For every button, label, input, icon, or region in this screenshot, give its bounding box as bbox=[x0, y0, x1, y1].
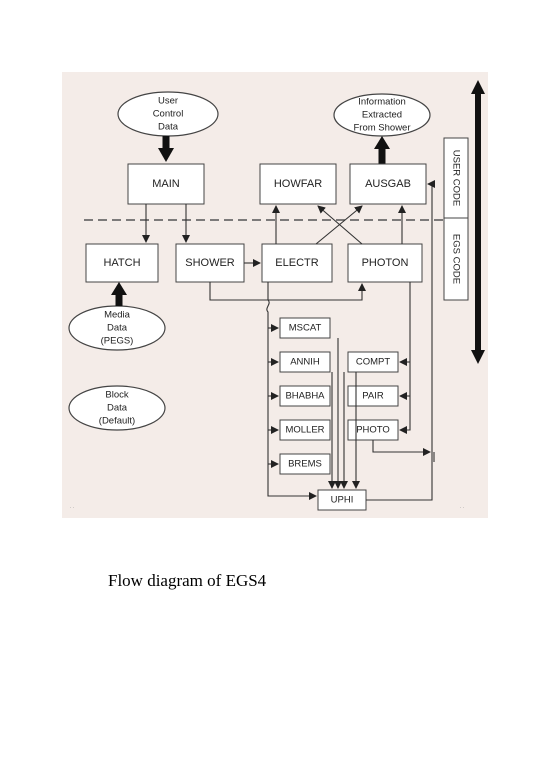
svg-text:Information: Information bbox=[358, 97, 406, 108]
svg-text:(Default): (Default) bbox=[99, 416, 135, 427]
svg-text:Media: Media bbox=[104, 310, 131, 321]
user-code-box: USER CODE bbox=[443, 137, 469, 219]
svg-text:(PEGS): (PEGS) bbox=[101, 336, 134, 347]
svg-text:User: User bbox=[158, 96, 178, 107]
svg-text:COMPT: COMPT bbox=[356, 357, 391, 368]
hatch-box: HATCH bbox=[85, 243, 159, 283]
user-control-data-node: User Control Data bbox=[117, 91, 219, 137]
svg-text:PHOTON: PHOTON bbox=[362, 257, 409, 269]
svg-text:ANNIH: ANNIH bbox=[290, 357, 320, 368]
moller-box: MOLLER bbox=[279, 419, 331, 441]
mscat-box: MSCAT bbox=[279, 317, 331, 339]
svg-text:ELECTR: ELECTR bbox=[275, 257, 318, 269]
photon-box: PHOTON bbox=[347, 243, 423, 283]
arrow-down-icon bbox=[471, 350, 485, 364]
svg-text:PAIR: PAIR bbox=[362, 391, 384, 402]
svg-text:SHOWER: SHOWER bbox=[185, 257, 235, 269]
electr-box: ELECTR bbox=[261, 243, 333, 283]
scan-mark-right: . . bbox=[460, 504, 464, 510]
arrow-up-icon bbox=[374, 136, 390, 149]
arrow-up-icon bbox=[471, 80, 485, 94]
shower-box: SHOWER bbox=[175, 243, 245, 283]
brems-box: BREMS bbox=[279, 453, 331, 475]
connector-lines bbox=[142, 180, 435, 501]
svg-text:Block: Block bbox=[105, 390, 128, 401]
egs-code-box: EGS CODE bbox=[443, 217, 469, 301]
svg-text:AUSGAB: AUSGAB bbox=[365, 178, 411, 190]
compt-box: COMPT bbox=[347, 351, 399, 373]
svg-text:MSCAT: MSCAT bbox=[289, 323, 322, 334]
block-data-node: Block Data (Default) bbox=[68, 385, 166, 431]
svg-text:From Shower: From Shower bbox=[353, 123, 410, 134]
diagram-panel bbox=[62, 72, 488, 518]
media-data-node: Media Data (PEGS) bbox=[68, 305, 166, 351]
uphi-box: UPHI bbox=[317, 489, 367, 511]
arrow-up-icon bbox=[111, 282, 127, 295]
main-box: MAIN bbox=[127, 163, 205, 205]
ausgab-box: AUSGAB bbox=[349, 163, 427, 205]
svg-text:PHOTO: PHOTO bbox=[356, 425, 390, 436]
svg-text:Control: Control bbox=[153, 109, 184, 120]
svg-text:Extracted: Extracted bbox=[362, 110, 402, 121]
svg-text:Data: Data bbox=[107, 403, 128, 414]
svg-text:Data: Data bbox=[158, 122, 179, 133]
svg-text:MAIN: MAIN bbox=[152, 178, 180, 190]
pair-box: PAIR bbox=[347, 385, 399, 407]
svg-text:UPHI: UPHI bbox=[331, 495, 354, 506]
user-code-label: USER CODE bbox=[450, 150, 461, 206]
howfar-box: HOWFAR bbox=[259, 163, 337, 205]
annih-box: ANNIH bbox=[279, 351, 331, 373]
svg-text:HATCH: HATCH bbox=[103, 257, 140, 269]
info-extracted-node: Information Extracted From Shower bbox=[333, 93, 431, 137]
arrow-down-icon bbox=[158, 148, 174, 162]
svg-text:HOWFAR: HOWFAR bbox=[274, 178, 322, 190]
bhabha-box: BHABHA bbox=[279, 385, 331, 407]
scan-mark-left: . . bbox=[70, 504, 74, 510]
figure-caption: Flow diagram of EGS4 bbox=[108, 571, 267, 590]
egs4-flow-diagram: USER CODE EGS CODE User Control Data Inf… bbox=[68, 80, 485, 511]
egs-code-label: EGS CODE bbox=[450, 234, 461, 284]
svg-text:BREMS: BREMS bbox=[288, 459, 322, 470]
svg-text:BHABHA: BHABHA bbox=[285, 391, 325, 402]
svg-text:Data: Data bbox=[107, 323, 128, 334]
svg-text:MOLLER: MOLLER bbox=[285, 425, 324, 436]
